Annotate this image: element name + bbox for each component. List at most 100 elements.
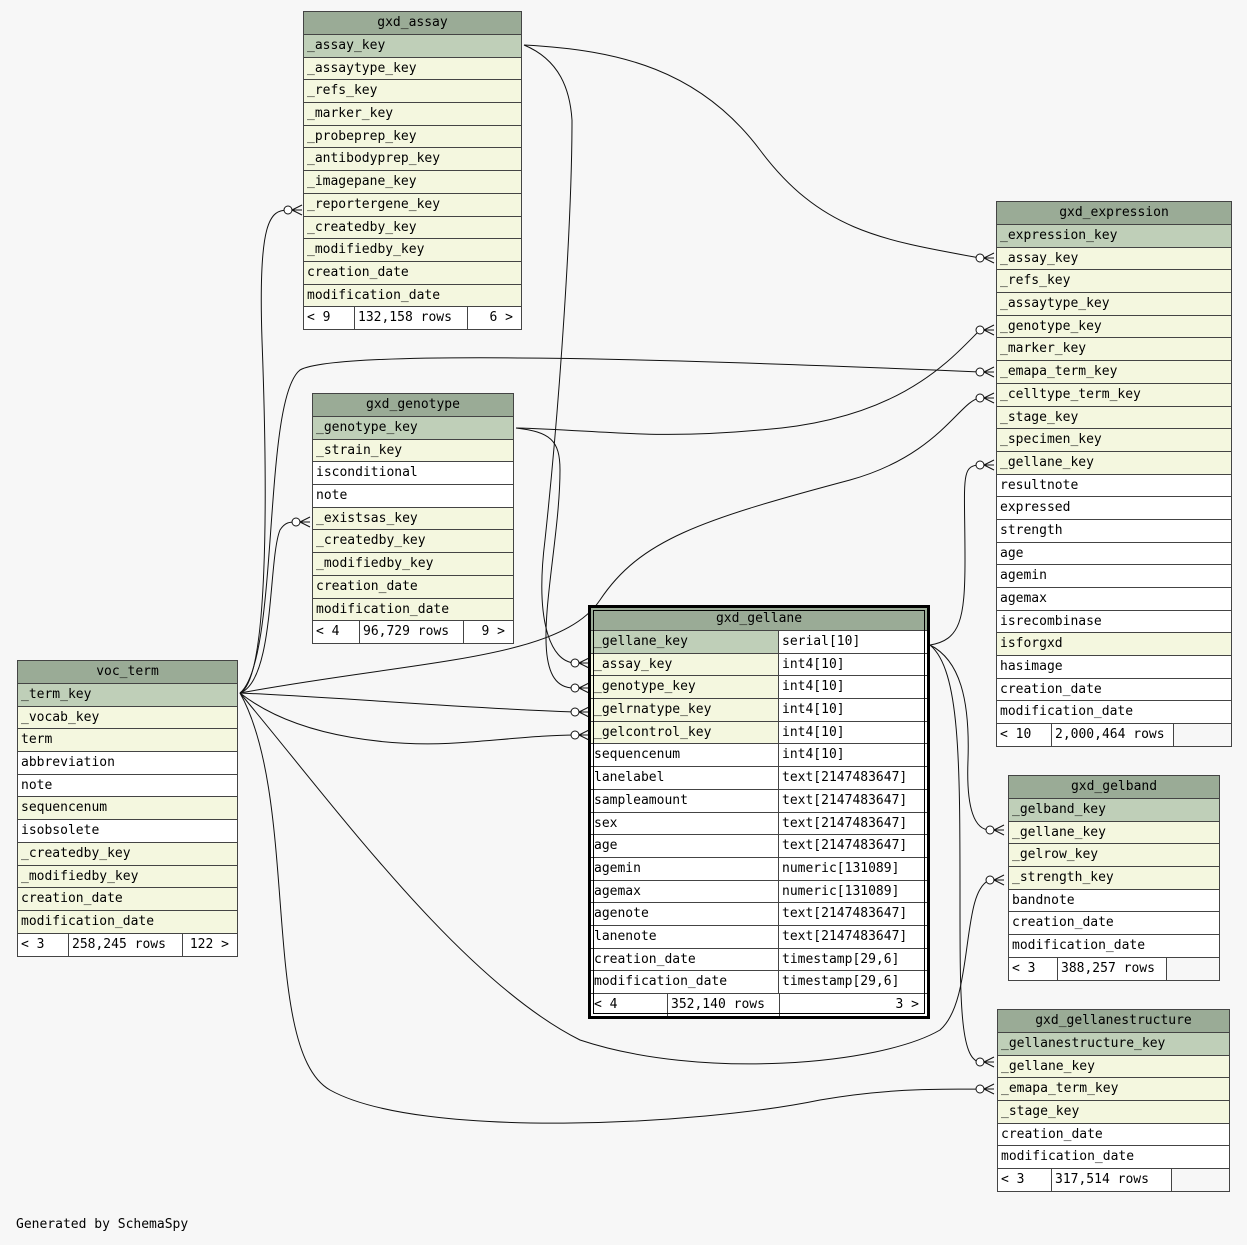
footer-children-count[interactable]: 3 >: [779, 994, 927, 1016]
table-column-row[interactable]: _celltype_term_key: [997, 383, 1231, 407]
table-column-row[interactable]: _refs_key: [997, 270, 1231, 294]
table-column-row[interactable]: strength: [997, 519, 1231, 543]
table-gxd-assay[interactable]: gxd_assay_assay_key_assaytype_key_refs_k…: [303, 11, 522, 331]
table-column-row[interactable]: _gelband_key: [1009, 799, 1219, 822]
table-gxd-expression[interactable]: gxd_expression_expression_key_assay_key_…: [996, 201, 1232, 748]
table-column-row[interactable]: _assaytype_key: [304, 57, 521, 81]
table-gxd-gellanestructure[interactable]: gxd_gellanestructure_gellanestructure_ke…: [997, 1009, 1230, 1193]
table-column-row[interactable]: _createdby_key: [304, 216, 521, 240]
table-column-row[interactable]: agemin: [997, 565, 1231, 588]
footer-children-count[interactable]: 6 >: [467, 307, 521, 330]
table-column-row[interactable]: _emapa_term_key: [998, 1078, 1229, 1102]
table-column-row[interactable]: _assaytype_key: [997, 293, 1231, 316]
table-column-row[interactable]: _assay_key: [997, 247, 1231, 271]
table-column-row[interactable]: isconditional: [313, 462, 513, 486]
table-column-row[interactable]: modification_date: [304, 284, 521, 308]
table-title[interactable]: voc_term: [18, 661, 237, 684]
table-column-row[interactable]: _createdby_key: [313, 530, 513, 554]
table-title[interactable]: gxd_gellane: [591, 608, 927, 631]
table-column-row[interactable]: modification_date: [997, 701, 1231, 725]
table-column-row[interactable]: _gellane_key: [997, 451, 1231, 475]
table-column-row[interactable]: _specimen_key: [997, 429, 1231, 452]
table-column-row[interactable]: _strength_key: [1009, 867, 1219, 890]
table-column-row[interactable]: _imagepane_key: [304, 171, 521, 194]
table-column-row[interactable]: _marker_key: [304, 103, 521, 126]
table-column-row[interactable]: _term_key: [18, 684, 237, 707]
table-column-row[interactable]: _genotype_key: [997, 315, 1231, 339]
table-column-row[interactable]: _modifiedby_key: [18, 865, 237, 889]
table-column-row[interactable]: _stage_key: [997, 406, 1231, 430]
table-column-row[interactable]: isforgxd: [997, 633, 1231, 657]
table-column-row[interactable]: creation_date: [1009, 912, 1219, 936]
footer-children-count[interactable]: 9 >: [463, 621, 513, 644]
footer-parents-count[interactable]: < 4: [594, 997, 618, 1012]
table-column-row[interactable]: _assay_key: [304, 35, 521, 58]
footer-parents-count[interactable]: < 3: [21, 936, 45, 952]
table-column-row[interactable]: _marker_key: [997, 338, 1231, 362]
table-column-row[interactable]: bandnote: [1009, 889, 1219, 913]
table-column-row[interactable]: modification_date: [998, 1146, 1229, 1170]
table-column-row[interactable]: isrecombinase: [997, 610, 1231, 634]
table-column-row[interactable]: _antibodyprep_key: [304, 148, 521, 172]
table-column-row[interactable]: _strain_key: [313, 439, 513, 463]
footer-parents-count[interactable]: < 3: [1001, 1172, 1025, 1188]
table-column-row[interactable]: _existsas_key: [313, 507, 513, 531]
footer-parents-count[interactable]: < 10: [1000, 727, 1032, 743]
table-column-row[interactable]: _genotype_key: [313, 417, 513, 440]
table-column-row[interactable]: _createdby_key: [18, 842, 237, 866]
table-column-row[interactable]: resultnote: [997, 474, 1231, 498]
footer-parents-count[interactable]: < 4: [316, 624, 340, 640]
table-column-row[interactable]: _stage_key: [998, 1101, 1229, 1124]
table-column-row[interactable]: _modifiedby_key: [313, 553, 513, 576]
table-column-row[interactable]: hasimage: [997, 656, 1231, 679]
table-column-row[interactable]: creation_date: [18, 888, 237, 911]
table-column-row[interactable]: agemax: [997, 588, 1231, 611]
footer-parents-count[interactable]: < 9: [307, 310, 331, 326]
table-column-row[interactable]: modification_date: [18, 910, 237, 934]
footer-parents-count[interactable]: < 3: [1012, 960, 1036, 976]
table-column-row[interactable]: _modifiedby_key: [304, 239, 521, 262]
table-column-row[interactable]: note: [18, 774, 237, 798]
table-column-row[interactable]: _vocab_key: [18, 706, 237, 730]
table-column-row[interactable]: _reportergene_key: [304, 193, 521, 217]
table-title[interactable]: gxd_expression: [997, 202, 1231, 225]
table-column-row[interactable]: _probeprep_key: [304, 125, 521, 149]
table-column-row[interactable]: isobsolete: [18, 820, 237, 843]
table-column-row[interactable]: term: [18, 729, 237, 753]
table-column-row[interactable]: abbreviation: [18, 752, 237, 775]
table-column-row[interactable]: _refs_key: [304, 80, 521, 104]
table-column-row[interactable]: _gellane_key: [998, 1055, 1229, 1079]
table-column-row[interactable]: modification_date: [313, 598, 513, 622]
table-column-row[interactable]: creation_date: [997, 678, 1231, 702]
table-title[interactable]: gxd_genotype: [313, 394, 513, 417]
table-column-row[interactable]: expressed: [997, 497, 1231, 520]
table-column-row[interactable]: age: [997, 542, 1231, 566]
table-column-row[interactable]: _emapa_term_key: [997, 361, 1231, 384]
table-gxd-gelband[interactable]: gxd_gelband_gelband_key_gellane_key_gelr…: [1008, 775, 1220, 981]
table-column-row[interactable]: _expression_key: [997, 225, 1231, 248]
table-column-row[interactable]: creation_date: [304, 261, 521, 285]
table-column-row[interactable]: _gellane_key: [1009, 821, 1219, 845]
table-column-row[interactable]: note: [313, 485, 513, 508]
table-column-row[interactable]: _gelrow_key: [1009, 844, 1219, 868]
table-column-row[interactable]: modification_date: [1009, 935, 1219, 958]
table-column-row[interactable]: sequencenum: [18, 797, 237, 821]
table-title[interactable]: gxd_assay: [304, 12, 521, 35]
